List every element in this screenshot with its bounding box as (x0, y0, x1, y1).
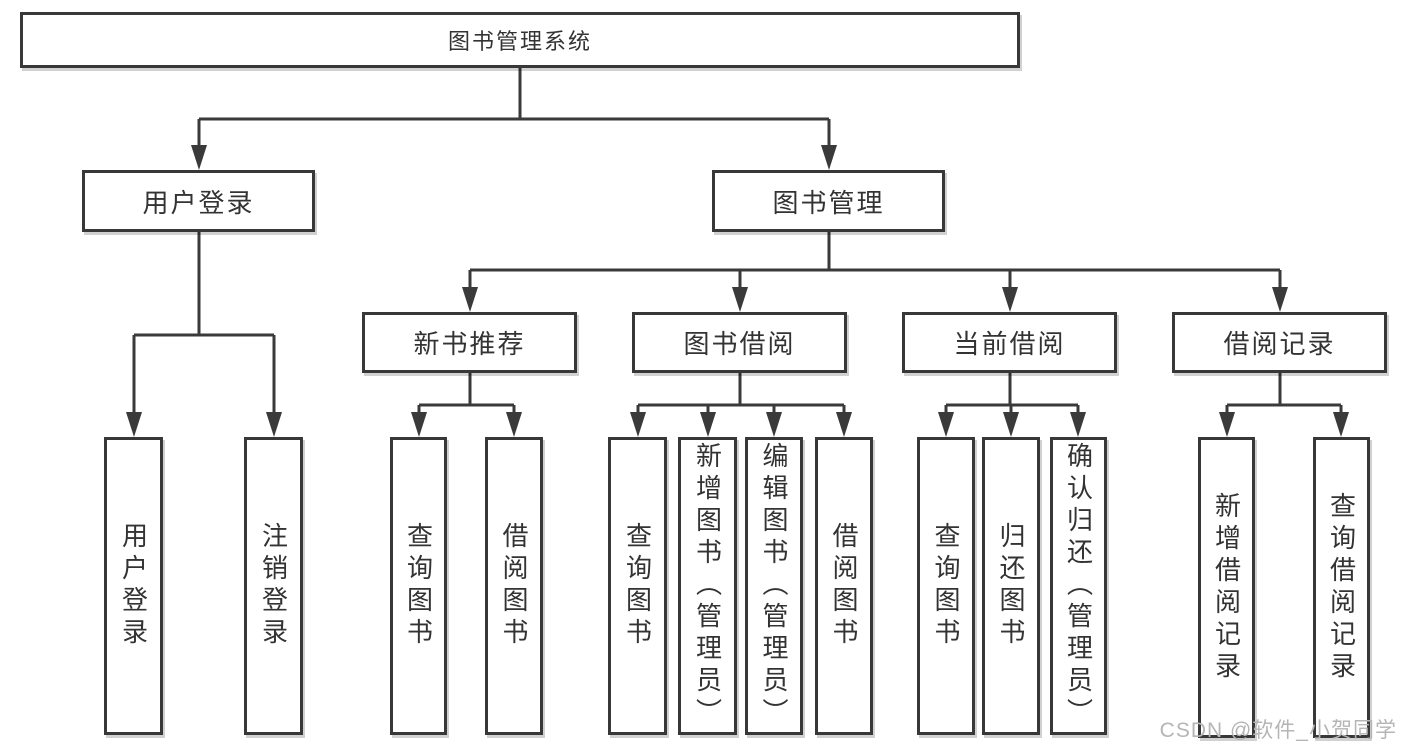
node-leaf-user-login: 用户登录 (104, 437, 163, 735)
node-leaf-query-books-newrec: 查询图书 (390, 437, 447, 735)
node-leaf-confirm-return-admin: 确认归还（管理员） (1050, 437, 1107, 735)
node-leaf-query-books-current: 查询图书 (917, 437, 975, 735)
node-leaf-add-books-admin-label: 新增图书（管理员） (692, 442, 723, 730)
connector-user-login-to-leaves (126, 232, 282, 437)
node-book-management-label: 图书管理 (772, 187, 885, 218)
node-leaf-query-borrow-record-label: 查询借阅记录 (1326, 491, 1357, 684)
node-book-borrow: 图书借阅 (632, 312, 847, 373)
node-leaf-logout-login-label: 注销登录 (258, 522, 289, 650)
node-leaf-borrow-books-newrec-label: 借阅图书 (499, 522, 529, 650)
node-leaf-borrow-books-borrow-label: 借阅图书 (829, 522, 859, 650)
node-borrow-records: 借阅记录 (1172, 312, 1387, 373)
watermark-text: CSDN @软件_小贺同学 (1159, 719, 1397, 742)
node-current-borrow: 当前借阅 (902, 312, 1117, 373)
connector-new-book-recommend-to-leaves (411, 373, 522, 437)
node-leaf-add-borrow-record-label: 新增借阅记录 (1211, 491, 1242, 684)
node-leaf-add-books-admin: 新增图书（管理员） (678, 437, 737, 735)
connector-borrow-records-to-leaves (1219, 373, 1349, 437)
node-leaf-confirm-return-admin-label: 确认归还（管理员） (1063, 442, 1094, 730)
node-leaf-edit-books-admin: 编辑图书（管理员） (745, 437, 803, 735)
node-leaf-query-borrow-record: 查询借阅记录 (1313, 437, 1370, 738)
node-leaf-query-books-newrec-label: 查询图书 (403, 522, 434, 650)
node-root: 图书管理系统 (20, 12, 1020, 68)
node-new-book-recommend-label: 新书推荐 (413, 329, 526, 359)
node-leaf-user-login-label: 用户登录 (118, 522, 149, 650)
connector-root-to-level2 (191, 67, 837, 170)
node-leaf-query-books-borrow-label: 查询图书 (622, 522, 653, 650)
connector-current-borrow-to-leaves (938, 373, 1086, 437)
node-current-borrow-label: 当前借阅 (953, 329, 1066, 359)
node-leaf-return-books: 归还图书 (982, 437, 1040, 735)
node-borrow-records-label: 借阅记录 (1223, 329, 1336, 359)
node-leaf-query-books-borrow: 查询图书 (608, 437, 667, 735)
node-book-borrow-label: 图书借阅 (683, 329, 796, 359)
connector-book-borrow-to-leaves (630, 373, 852, 437)
node-book-management: 图书管理 (712, 170, 945, 232)
node-leaf-edit-books-admin-label: 编辑图书（管理员） (759, 442, 789, 730)
connector-book-management-to-level3 (462, 232, 1288, 312)
node-leaf-add-borrow-record: 新增借阅记录 (1198, 437, 1255, 738)
node-leaf-borrow-books-borrow: 借阅图书 (815, 437, 873, 735)
node-leaf-query-books-current-label: 查询图书 (931, 522, 961, 650)
node-leaf-logout-login: 注销登录 (244, 437, 303, 735)
node-leaf-borrow-books-newrec: 借阅图书 (485, 437, 543, 735)
node-root-label: 图书管理系统 (447, 29, 592, 54)
node-user-login-label: 用户登录 (142, 187, 255, 218)
node-user-login: 用户登录 (82, 170, 315, 232)
node-new-book-recommend: 新书推荐 (362, 312, 577, 373)
node-leaf-return-books-label: 归还图书 (996, 522, 1026, 650)
